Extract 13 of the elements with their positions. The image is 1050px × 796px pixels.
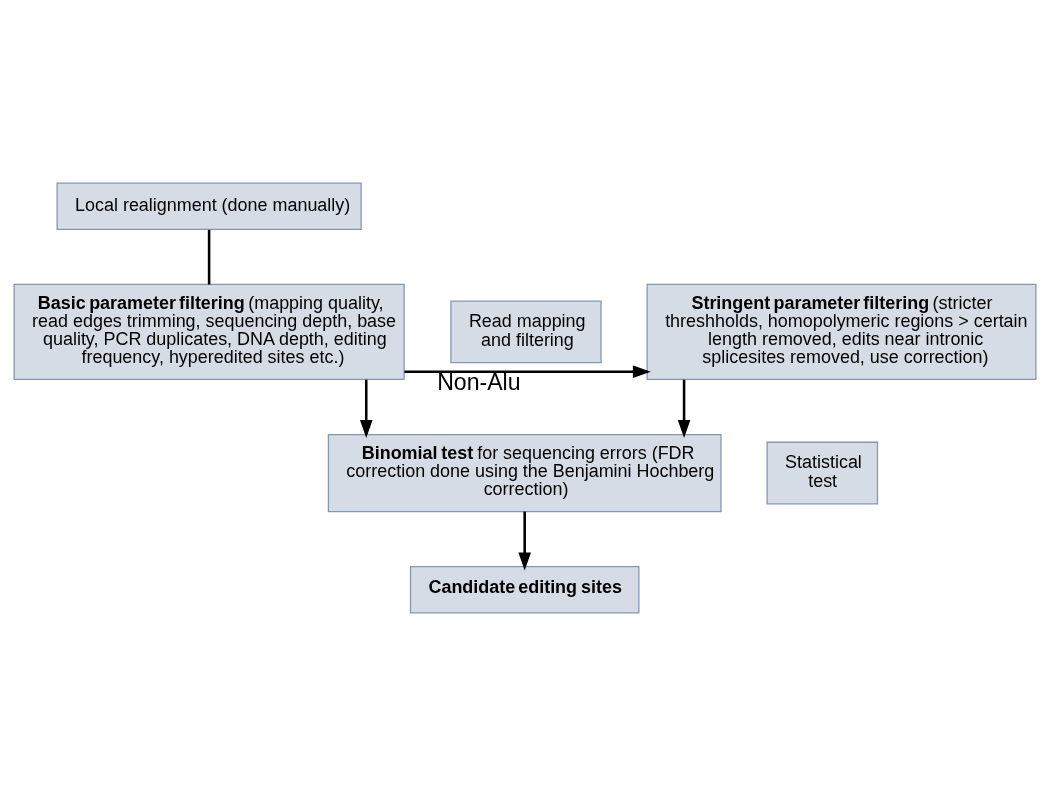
arrow: [404, 365, 651, 378]
arrow: [359, 379, 373, 439]
node-box: Binomial test for sequencing errors (FDR correction done using the Benjamini Hochberg correction): [327, 433, 722, 513]
arrow: [677, 379, 691, 439]
node-box: Read mapping and filtering: [450, 300, 602, 364]
arrow: [518, 511, 531, 571]
edge-label: Non-Alu: [437, 369, 521, 396]
node-box: Stringent parameter filtering (stricter threshholds, homopolymeric regions > certain length removed, edits near intronic splicesites removed, use correction): [646, 283, 1037, 381]
node-box: Basic parameter filtering (mapping quality, read edges trimming, sequencing depth, base quality, PCR duplicates, DNA depth, editing frequency, hyperedited sites etc.): [13, 283, 405, 381]
node-box: Statistical test: [766, 441, 879, 505]
node-box: Local realignment (done manually): [56, 182, 362, 230]
node-box: Candidate editing sites: [409, 566, 640, 614]
connector: [207, 229, 211, 285]
